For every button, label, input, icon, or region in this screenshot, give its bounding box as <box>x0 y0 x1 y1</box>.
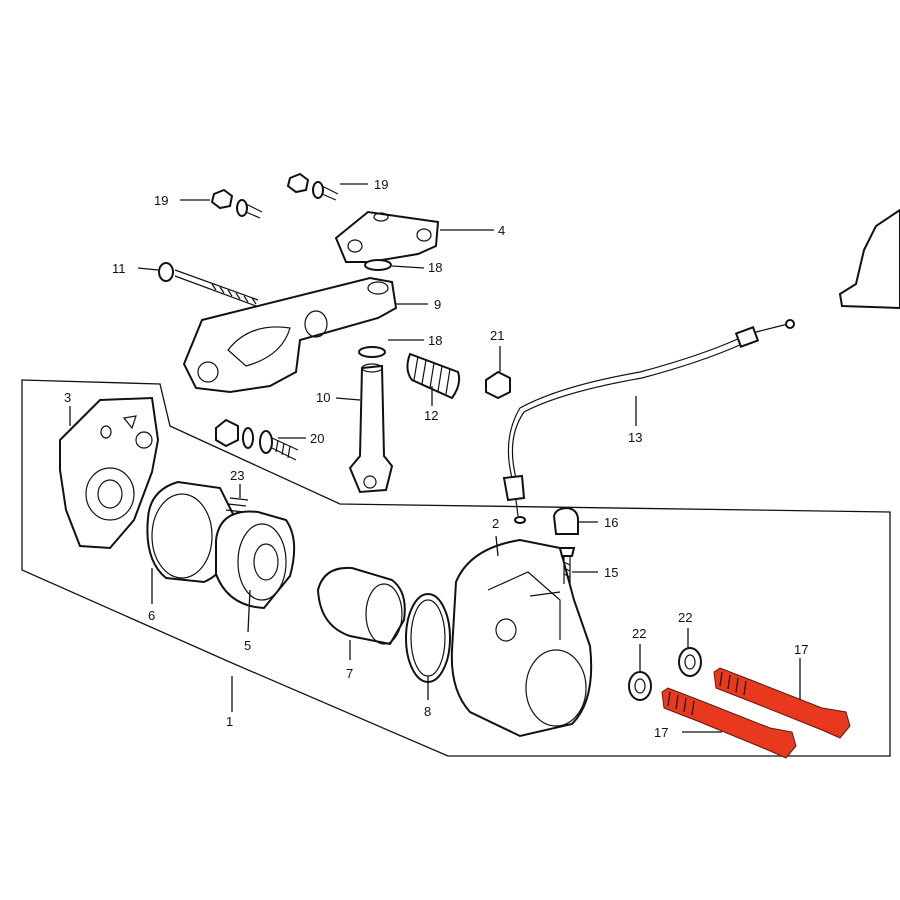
leader-lines <box>69 183 801 733</box>
callout-17-upper: 17 <box>794 642 808 657</box>
callout-18-upper: 18 <box>428 260 442 275</box>
callout-10: 10 <box>316 390 330 405</box>
callout-20: 20 <box>310 431 324 446</box>
part-highlighted-bolt-lower <box>661 687 797 759</box>
part-bolt-left <box>210 188 263 219</box>
callout-6: 6 <box>148 608 155 623</box>
part-piston-assembly <box>215 510 296 610</box>
callout-21: 21 <box>490 328 504 343</box>
callout-15: 15 <box>604 565 618 580</box>
part-circlip <box>405 593 451 683</box>
callout-8: 8 <box>424 704 431 719</box>
part-caliper-body <box>450 538 593 738</box>
part-piston <box>316 566 406 646</box>
callout-23: 23 <box>230 468 244 483</box>
part-bleeder-cap <box>552 506 579 535</box>
callout-16: 16 <box>604 515 618 530</box>
callout-2: 2 <box>492 516 499 531</box>
callout-18-lower: 18 <box>428 333 442 348</box>
callout-11: 11 <box>112 261 126 276</box>
callout-5: 5 <box>244 638 251 653</box>
callout-19-right: 19 <box>374 177 388 192</box>
frame-fragment <box>838 208 900 310</box>
part-washer-upper <box>678 647 702 677</box>
assembly-outline <box>21 379 891 757</box>
part-pin <box>348 363 394 494</box>
callout-1: 1 <box>226 714 233 729</box>
callout-9: 9 <box>434 297 441 312</box>
callout-4: 4 <box>498 223 505 238</box>
callout-13: 13 <box>628 430 642 445</box>
callout-22-lower: 22 <box>632 626 646 641</box>
callout-labels: 1 2 3 4 5 6 7 8 9 10 11 12 13 15 16 17 1… <box>64 177 808 740</box>
part-long-bolt <box>158 262 259 307</box>
callout-12: 12 <box>424 408 438 423</box>
callout-17-lower: 17 <box>654 725 668 740</box>
part-oring-upper <box>364 259 392 271</box>
part-highlighted-bolt-upper <box>713 667 851 739</box>
callout-7: 7 <box>346 666 353 681</box>
part-cable <box>502 319 795 524</box>
callout-19-left: 19 <box>154 193 168 208</box>
part-holder-plate <box>59 396 160 550</box>
part-oring-lower <box>358 346 386 358</box>
part-torque-arm <box>182 276 398 394</box>
callout-3: 3 <box>64 390 71 405</box>
callout-22-upper: 22 <box>678 610 692 625</box>
part-bracket <box>334 210 440 263</box>
part-bolt-right <box>286 172 339 201</box>
part-bleeder-screw <box>558 547 576 584</box>
part-washer-lower <box>628 671 652 701</box>
part-brake-pad <box>146 480 238 584</box>
part-nut <box>485 370 511 400</box>
part-bolt-20 <box>215 418 299 461</box>
part-spring <box>406 352 461 400</box>
